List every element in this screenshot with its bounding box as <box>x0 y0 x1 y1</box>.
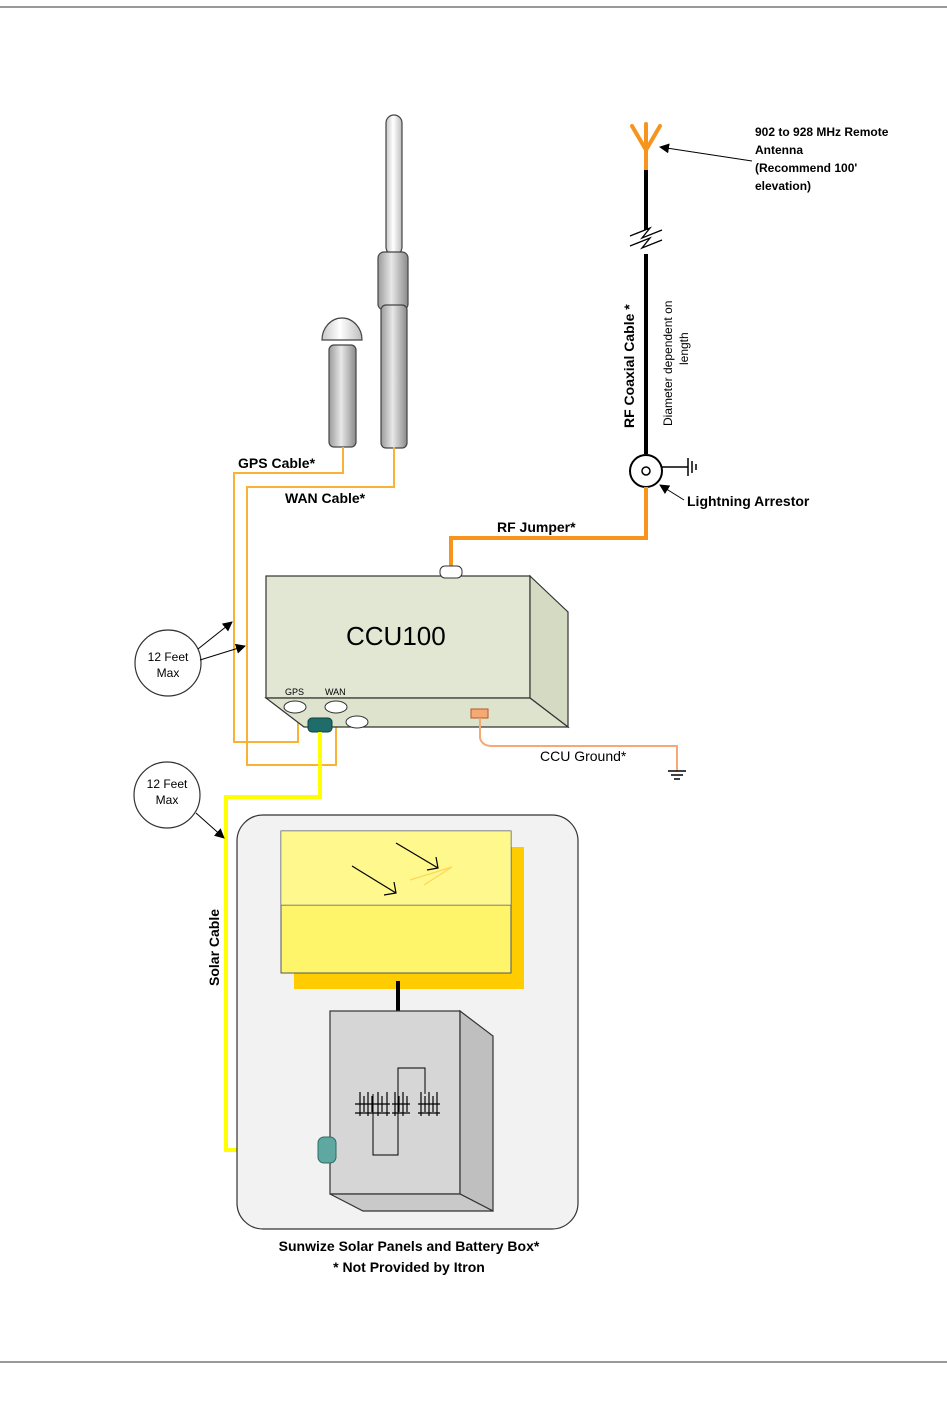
solar-panels <box>281 831 524 989</box>
antenna-label-line2: Antenna <box>755 143 803 157</box>
lightning-arrestor-symbol <box>630 455 696 487</box>
battery-box <box>318 1011 493 1211</box>
gps-port-label: GPS <box>285 687 304 697</box>
lightning-arrestor-label: Lightning Arrestor <box>687 493 810 509</box>
wan-port-label: WAN <box>325 687 346 697</box>
callout-upper-line2: Max <box>157 666 180 680</box>
ccu100-title: CCU100 <box>346 621 446 651</box>
spare-port <box>346 716 368 728</box>
diameter-label-line2: length <box>677 332 691 365</box>
sunwize-caption: Sunwize Solar Panels and Battery Box* <box>279 1238 540 1254</box>
wan-cable-label: WAN Cable* <box>285 490 366 506</box>
solar-port <box>308 718 332 732</box>
gps-antenna <box>322 318 362 447</box>
break-symbol <box>630 228 662 248</box>
antenna-label-line3: (Recommend 100' <box>755 161 857 175</box>
rf-coaxial-label: RF Coaxial Cable * <box>621 304 637 428</box>
gps-port <box>284 701 306 713</box>
ground-lug <box>471 709 488 718</box>
wan-port <box>325 701 347 713</box>
gps-cable-label: GPS Cable* <box>238 455 316 471</box>
diameter-label-line1: Diameter dependent on <box>661 301 675 426</box>
callout-12ft-lower <box>134 762 224 838</box>
battery-connector <box>318 1137 336 1163</box>
arrestor-pointer <box>660 485 684 500</box>
not-provided-caption: * Not Provided by Itron <box>333 1259 485 1275</box>
ccu-ground-label: CCU Ground* <box>540 748 627 764</box>
antenna-label-line1: 902 to 928 MHz Remote <box>755 125 889 139</box>
solar-cable-label: Solar Cable <box>206 909 222 986</box>
rf-jumper-label: RF Jumper* <box>497 519 576 535</box>
antenna-pointer <box>660 147 752 161</box>
wan-antenna <box>378 115 408 448</box>
callout-lower-line1: 12 Feet <box>147 777 188 791</box>
antenna-label-line4: elevation) <box>755 179 811 193</box>
remote-antenna <box>632 124 660 170</box>
callout-lower-line2: Max <box>156 793 179 807</box>
callout-upper-line1: 12 Feet <box>148 650 189 664</box>
